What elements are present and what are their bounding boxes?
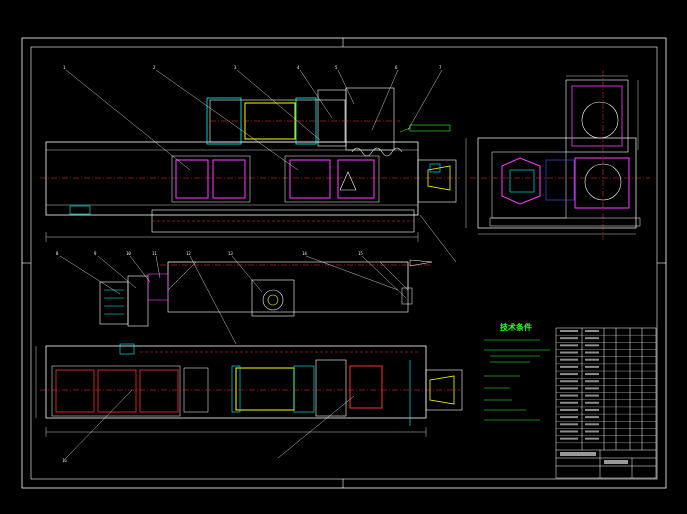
parts-list-cell-text: [560, 394, 578, 397]
parts-list-table: [555, 327, 657, 479]
part-label-15: 15: [358, 251, 363, 256]
part-label-4: 4: [297, 65, 300, 70]
side-view-assembly: [465, 70, 650, 240]
parts-list-cell-text: [560, 351, 578, 354]
parts-list-cell-text: [585, 351, 599, 354]
parts-list-cell-text: [560, 430, 578, 433]
part-label-6: 6: [395, 65, 398, 70]
parts-list-cell-text: [560, 408, 578, 411]
part-label-5: 5: [335, 65, 338, 70]
parts-list-cell-text: [560, 330, 578, 332]
parts-list-cell-text: [560, 373, 578, 376]
part-label-16: 16: [62, 458, 67, 463]
parts-list-cell-text: [585, 416, 599, 419]
parts-list-cell-text: [585, 423, 599, 426]
leader-lines-top: [65, 69, 457, 263]
part-label-10: 10: [126, 251, 131, 256]
parts-list-cell-text: [560, 365, 578, 368]
technical-requirements: 技术条件: [484, 322, 550, 421]
part-label-11: 11: [152, 251, 157, 256]
parts-list-cell-text: [585, 358, 599, 361]
parts-list-cell-text: [585, 408, 599, 411]
parts-list-cell-text: [585, 394, 599, 397]
part-label-9: 9: [94, 251, 97, 256]
parts-list-cell-text: [560, 423, 578, 426]
leader-lines-lower: [59, 255, 407, 459]
parts-list-cell-text: [560, 344, 578, 347]
tech-requirements-title: 技术条件: [500, 322, 532, 332]
parts-list-cell-text: [585, 373, 599, 376]
parts-list-cell-text: [585, 380, 599, 383]
part-number-labels-lower: 8 9 10 11 12 13 14 15 16: [56, 251, 363, 463]
parts-list-cell-text: [560, 387, 578, 390]
part-label-2: 2: [153, 65, 156, 70]
parts-list-rows: [556, 335, 656, 443]
part-number-labels-top: 1 2 3 4 5 6 7: [63, 65, 442, 70]
parts-list-cell-text: [560, 437, 578, 440]
parts-list-cell-text: [585, 330, 599, 332]
parts-list-cell-text: [560, 401, 578, 404]
parts-list-cell-text: [560, 416, 578, 419]
plan-view-assembly: [99, 259, 433, 327]
parts-list-cell-text: [585, 344, 599, 347]
part-label-14: 14: [302, 251, 307, 256]
parts-list-cell-text: [585, 337, 599, 340]
parts-list-cell-text: [560, 337, 578, 340]
front-view-assembly: [40, 87, 460, 242]
parts-list-cell-text: [585, 430, 599, 433]
parts-list-text: [560, 330, 599, 440]
part-label-8: 8: [56, 251, 59, 256]
title-block-text: [560, 452, 628, 464]
parts-list-cell-text: [585, 437, 599, 440]
sheet-frame: [21, 37, 667, 489]
part-label-1: 1: [63, 65, 66, 70]
part-label-3: 3: [234, 65, 237, 70]
part-label-13: 13: [228, 251, 233, 256]
part-label-7: 7: [439, 65, 442, 70]
lower-view-assembly: [35, 343, 463, 437]
part-label-12: 12: [186, 251, 191, 256]
parts-list-cell-text: [585, 365, 599, 368]
parts-list-cell-text: [560, 358, 578, 361]
parts-list-cell-text: [585, 387, 599, 390]
parts-list-cell-text: [585, 401, 599, 404]
parts-list-cell-text: [560, 380, 578, 383]
